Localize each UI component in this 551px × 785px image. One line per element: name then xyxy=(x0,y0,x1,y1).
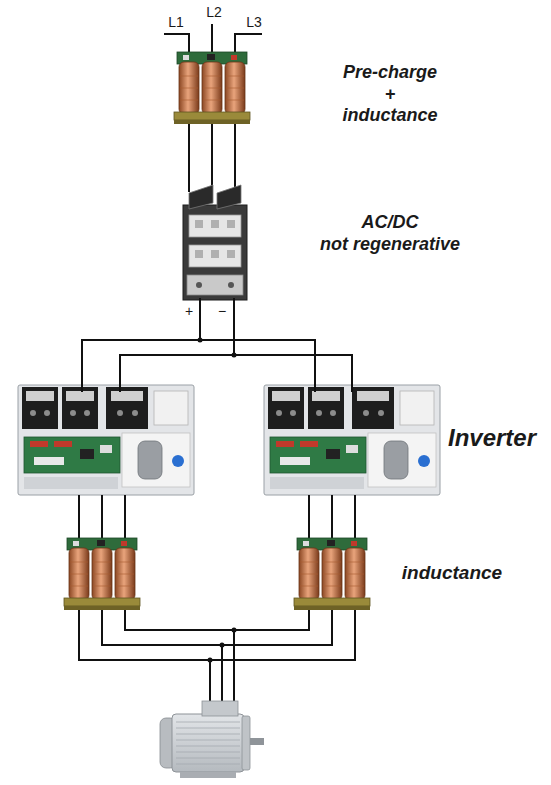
component-label: inductance xyxy=(402,562,502,585)
junction-dots xyxy=(208,628,237,663)
polarity-label: − xyxy=(218,303,226,320)
phase-label: L3 xyxy=(246,14,262,31)
phase-label: L2 xyxy=(206,4,222,21)
output-inductor xyxy=(64,538,140,610)
precharge-inductor xyxy=(174,52,250,124)
inverter-unit xyxy=(264,385,440,495)
bus-terminals xyxy=(82,384,352,392)
motor xyxy=(160,701,264,778)
dc-bus-wires xyxy=(82,298,352,392)
motor-wires xyxy=(79,610,355,703)
rectifier-input-wires xyxy=(189,124,235,192)
polarity-label: + xyxy=(185,303,193,320)
component-label: Inverter xyxy=(448,424,536,453)
rectifier-module xyxy=(183,185,247,300)
junction-dot xyxy=(198,338,203,343)
phase-label: L1 xyxy=(168,14,184,31)
inverter-unit xyxy=(18,385,194,495)
inverter-output-wires xyxy=(79,495,355,540)
component-label: AC/DC not regenerative xyxy=(320,212,460,255)
output-inductor xyxy=(294,538,370,610)
component-label: Pre-charge + inductance xyxy=(342,62,437,127)
junction-dot xyxy=(232,353,237,358)
